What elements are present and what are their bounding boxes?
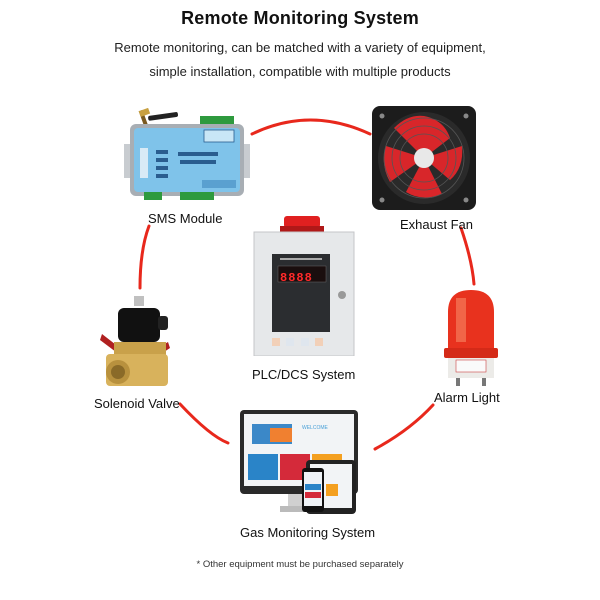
screen-welcome-text: WELCOME [302, 425, 328, 431]
sms-module-icon [122, 107, 252, 206]
key-lock-icon [338, 291, 346, 299]
controller-button [315, 338, 324, 346]
controller-button [300, 338, 309, 346]
arc-sms-fan [250, 118, 372, 136]
arc-sms-valve [138, 224, 151, 290]
sms-module-label: SMS Module [148, 211, 223, 226]
alarm-light-label: Alarm Light [434, 390, 500, 405]
gas-monitoring-system-label: Gas Monitoring System [240, 525, 376, 540]
arc-alarm-gas [373, 403, 435, 451]
plc-dcs-system-label: PLC/DCS System [252, 367, 356, 382]
subtitle-line-2: simple installation, compatible with mul… [149, 64, 451, 79]
monitor-devices-icon [240, 410, 362, 516]
subtitle-line-1: Remote monitoring, can be matched with a… [114, 40, 486, 55]
controller-buttons [272, 333, 324, 351]
arc-valve-gas [178, 402, 230, 445]
solenoid-valve-icon [96, 296, 182, 392]
gas-detector-controller-icon [252, 216, 356, 357]
exhaust-fan-icon [372, 106, 476, 210]
page-title: Remote Monitoring System [181, 8, 419, 28]
controller-button [286, 338, 295, 346]
exhaust-fan-label: Exhaust Fan [400, 217, 473, 232]
controller-display-readout: 8888 [280, 271, 313, 285]
solenoid-valve-label: Solenoid Valve [94, 396, 180, 411]
alarm-light-icon [442, 288, 500, 388]
arc-fan-alarm [459, 226, 476, 286]
controller-button [272, 338, 280, 346]
footer-note: * Other equipment must be purchased sepa… [196, 559, 404, 570]
